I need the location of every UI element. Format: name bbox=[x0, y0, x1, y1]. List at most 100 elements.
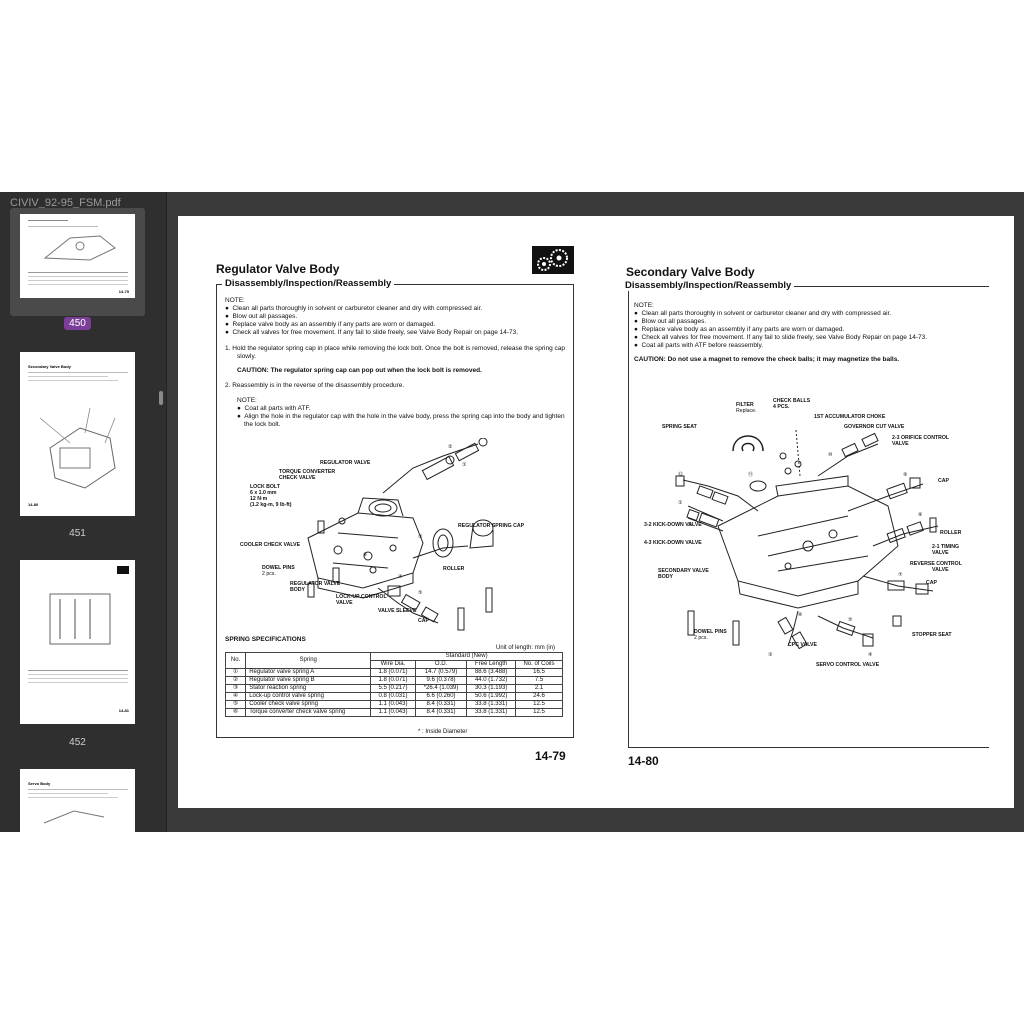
th-standard: Standard (New) bbox=[370, 652, 563, 661]
label-regulator-spring-cap: REGULATOR SPRING CAP bbox=[458, 523, 525, 529]
window-title: CIVIV_92-95_FSM.pdf bbox=[10, 197, 121, 209]
cell-wire: 1.1 (0.043) bbox=[370, 700, 416, 709]
note-text: Check all valves for free movement. If a… bbox=[641, 334, 928, 341]
label-lock-bolt: LOCK BOLT bbox=[250, 484, 280, 490]
svg-text:⑨: ⑨ bbox=[903, 472, 908, 478]
thumbnail-page-452[interactable]: 14-81 bbox=[20, 560, 135, 724]
cell-coils: 12.5 bbox=[514, 708, 564, 717]
note-text: Blow out all passages. bbox=[641, 318, 707, 325]
svg-text:②: ② bbox=[448, 444, 453, 450]
th-no: No. bbox=[224, 652, 247, 669]
label-spring-seat: SPRING SEAT bbox=[662, 424, 697, 430]
note2-cont: the lock bolt. bbox=[244, 421, 281, 428]
caution-text: CAUTION: The regulator spring cap can po… bbox=[237, 367, 482, 374]
step-1-cont: slowly. bbox=[237, 353, 257, 360]
note-item: ● Blow out all passages. bbox=[225, 313, 298, 320]
right-page-frame bbox=[628, 286, 989, 748]
thumbnail-sidebar[interactable]: CIVIV_92-95_FSM.pdf 14-79 450 Secondary … bbox=[0, 192, 167, 832]
cell-coils: 24.6 bbox=[514, 692, 564, 701]
label-valve-sleeve: VALVE SLEEVE bbox=[378, 608, 417, 614]
label-timing: 2-1 TIMING bbox=[932, 544, 960, 550]
cell-coils: 12.5 bbox=[514, 700, 564, 709]
cell-spring: Torque converter check valve spring bbox=[245, 708, 372, 717]
table-row: ⑥ Torque converter check valve spring 1.… bbox=[224, 708, 564, 717]
gear-icon bbox=[532, 246, 574, 274]
th-coils: No. of Coils bbox=[514, 660, 564, 669]
cell-wire: 1.1 (0.043) bbox=[370, 708, 416, 717]
caution-text: CAUTION: Do not use a magnet to remove t… bbox=[634, 356, 900, 363]
label-lock-bolt-size: 6 x 1.0 mm bbox=[250, 490, 277, 496]
thumbnail-label-451: 451 bbox=[69, 528, 86, 539]
label-dowel-pins: DOWEL PINS bbox=[694, 629, 727, 635]
note-item: ● Check all valves for free movement. If… bbox=[634, 334, 928, 341]
note-text: Replace valve body as an assembly if any… bbox=[641, 326, 845, 333]
thumbnail-page-453[interactable]: Servo Body bbox=[20, 769, 135, 832]
spring-spec-table: No. Spring Standard (New) Wire Dia. O.D.… bbox=[224, 652, 564, 717]
sidebar-scrollbar[interactable] bbox=[159, 391, 163, 405]
note-text: Align the hole in the regulator cap with… bbox=[244, 413, 565, 420]
spring-spec-title: SPRING SPECIFICATIONS bbox=[225, 636, 306, 643]
label-reverse-control: REVERSE CONTROL bbox=[910, 561, 962, 567]
label-lockup-control: LOCK-UP CONTROL bbox=[336, 594, 387, 600]
thumbnail-title: Servo Body bbox=[28, 781, 51, 786]
label-check-valve: CHECK VALVE bbox=[279, 475, 316, 481]
cell-spring: Regulator valve spring B bbox=[245, 676, 372, 685]
label-torque-converter: TORQUE CONVERTER bbox=[279, 469, 336, 475]
label-lock-bolt-torque: 12 N·m bbox=[250, 496, 268, 502]
cell-no: ④ bbox=[224, 692, 247, 701]
cell-free: 88.6 (3.488) bbox=[466, 668, 516, 677]
left-page-number: 14-79 bbox=[535, 749, 566, 763]
note-text: Coat all parts with ATF. bbox=[244, 405, 311, 412]
svg-text:④: ④ bbox=[868, 652, 873, 658]
note2-item: ● Align the hole in the regulator cap wi… bbox=[237, 413, 565, 420]
th-wire: Wire Dia. bbox=[370, 660, 416, 669]
svg-text:③: ③ bbox=[418, 534, 423, 540]
note2-item: ● Coat all parts with ATF. bbox=[237, 405, 311, 412]
cell-no: ⑤ bbox=[224, 700, 247, 709]
label-roller: ROLLER bbox=[940, 530, 962, 536]
cell-od: *26.4 (1.039) bbox=[414, 684, 468, 693]
label-cpc-valve: CPC VALVE bbox=[788, 642, 817, 648]
cell-od: 14.7 (0.579) bbox=[414, 668, 468, 677]
note-label: NOTE: bbox=[634, 302, 654, 309]
thumbnail-page-450[interactable]: 14-79 bbox=[20, 214, 135, 298]
label-accumulator-choke: 1ST ACCUMULATOR CHOKE bbox=[814, 414, 886, 420]
cell-free: 33.8 (1.331) bbox=[466, 700, 516, 709]
th-od: O.D. bbox=[414, 660, 468, 669]
label-secondary-valve-body-2: BODY bbox=[658, 574, 673, 580]
cell-coils: 16.5 bbox=[514, 668, 564, 677]
svg-text:⑤: ⑤ bbox=[848, 617, 853, 623]
thumbnail-page-451[interactable]: Secondary Valve Body 14-80 bbox=[20, 352, 135, 516]
svg-text:②: ② bbox=[688, 522, 693, 528]
svg-text:③: ③ bbox=[768, 652, 773, 658]
label-orifice-control: 2-3 ORIFICE CONTROL bbox=[892, 435, 950, 441]
note-item: ● Clean all parts thoroughly in solvent … bbox=[225, 305, 483, 312]
cell-od: 6.6 (0.260) bbox=[414, 692, 468, 701]
cell-od: 9.6 (0.378) bbox=[414, 676, 468, 685]
label-dowel-pins: DOWEL PINS bbox=[262, 565, 295, 571]
regulator-valve-body-diagram: ②①⑥ ③④⑤ bbox=[307, 438, 494, 631]
note-text: Replace valve body as an assembly if any… bbox=[232, 321, 436, 328]
label-check-balls-count: 4 PCS. bbox=[773, 404, 790, 410]
right-page-number: 14-80 bbox=[628, 754, 659, 768]
cell-free: 50.6 (1.992) bbox=[466, 692, 516, 701]
thumbnail-label-452: 452 bbox=[69, 737, 86, 748]
cell-od: 8.4 (0.331) bbox=[414, 700, 468, 709]
left-page-frame bbox=[216, 284, 574, 738]
cell-coils: 7.5 bbox=[514, 676, 564, 685]
label-secondary-valve-body: SECONDARY VALVE bbox=[658, 568, 709, 574]
thumbnail-diagram-icon bbox=[43, 235, 116, 261]
th-free: Free Length bbox=[466, 660, 516, 669]
label-dowel-pins-count: 2 pcs. bbox=[262, 571, 276, 577]
table-row: ⑤ Cooler check valve spring 1.1 (0.043) … bbox=[224, 700, 564, 709]
label-servo-control-valve: SERVO CONTROL VALVE bbox=[816, 662, 880, 668]
note-text: Coat all parts with ATF before reassembl… bbox=[641, 342, 764, 349]
thumbnail-diagram-icon bbox=[39, 407, 116, 489]
cell-free: 44.0 (1.732) bbox=[466, 676, 516, 685]
note-item: ● Coat all parts with ATF before reassem… bbox=[634, 342, 764, 349]
cell-wire: 1.8 (0.071) bbox=[370, 668, 416, 677]
footnote: * : Inside Diameter bbox=[418, 729, 468, 735]
svg-text:⑤: ⑤ bbox=[418, 590, 423, 596]
label-lockup-control-valve: VALVE bbox=[336, 600, 353, 606]
